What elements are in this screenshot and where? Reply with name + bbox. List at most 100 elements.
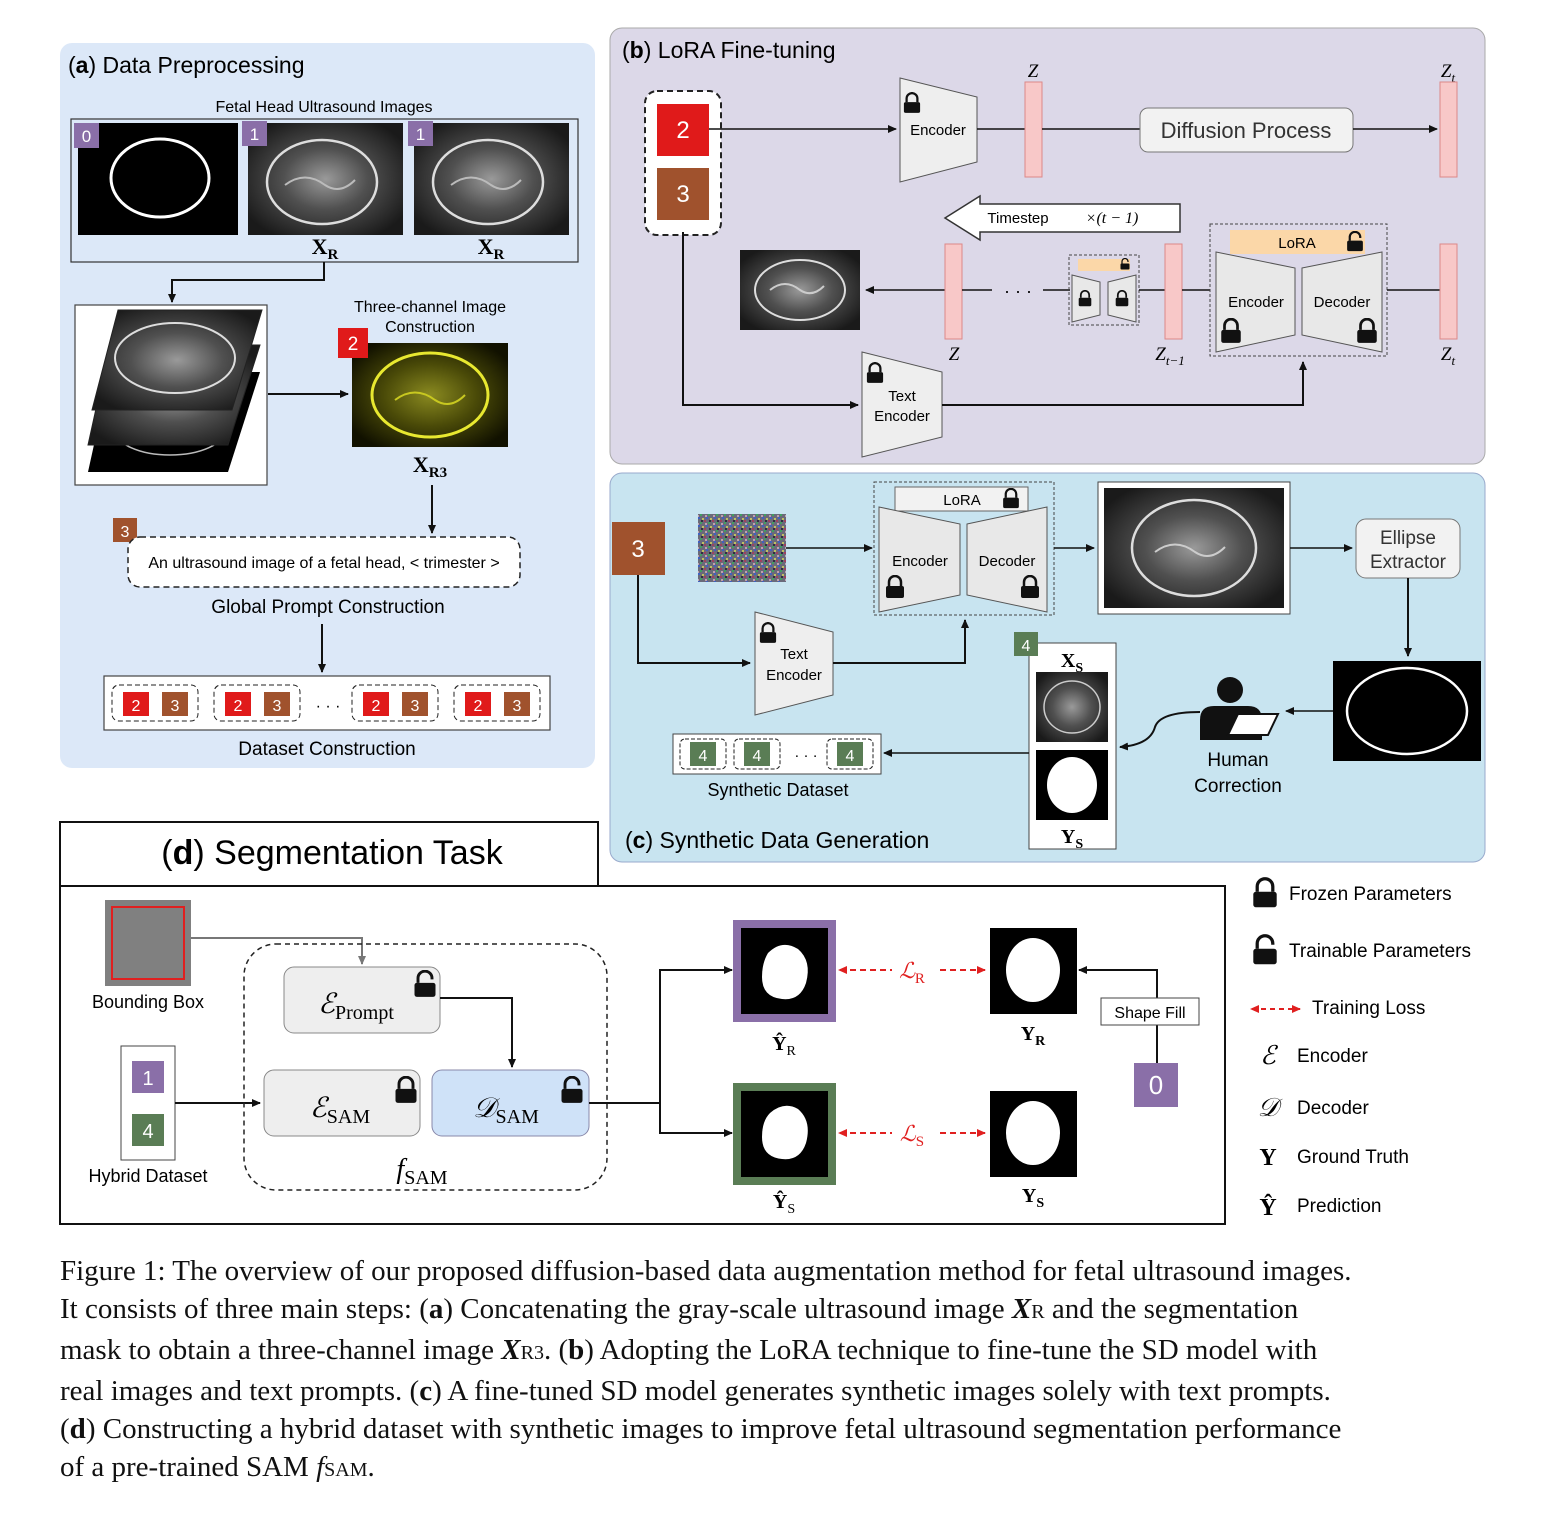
xr-label-1: XR [312, 234, 339, 263]
pair-3: 2 3 [351, 684, 439, 722]
badge-3-text: 3 [121, 524, 130, 541]
legend: Frozen Parameters Trainable Parameters T… [1250, 877, 1471, 1221]
svg-text:4: 4 [846, 748, 855, 765]
badge-1 [242, 121, 267, 146]
synthetic-item-1: 4 [679, 738, 727, 770]
small-lora [1078, 259, 1130, 271]
panel-a-title: (a) Data Preprocessing [68, 52, 305, 78]
y-r-label: YR [1021, 1023, 1046, 1049]
latent-zt1 [1164, 243, 1183, 340]
xs-label: XS [1061, 650, 1083, 676]
badge-1b-text: 1 [416, 125, 425, 144]
ys-label: YS [1061, 826, 1083, 852]
human-correction-icon [1200, 677, 1280, 740]
legend-encoder-symbol: ℰ [1260, 1041, 1278, 1070]
legend-decoder: Decoder [1297, 1098, 1369, 1119]
ellipse-extractor-label-1: Ellipse [1380, 528, 1436, 549]
badge-3b-text: 3 [676, 181, 689, 208]
badge-4-panel-d [132, 1114, 164, 1146]
caption-line-3: mask to obtain a three-channel image XR3… [60, 1334, 1318, 1366]
synthetic-item-2: 4 [733, 738, 781, 770]
latent-z-top [1024, 81, 1043, 178]
extracted-ellipse-image [1333, 661, 1481, 761]
e-sam-label: ℰSAM [310, 1093, 371, 1128]
diffusion-process-box [1139, 107, 1354, 153]
badge-2-panel-a [338, 328, 368, 358]
legend-lock-icon [1252, 877, 1278, 909]
unet-encoder-label-b: Encoder [1228, 294, 1284, 311]
y-s-label: YS [1022, 1185, 1044, 1211]
svg-text:3: 3 [513, 698, 522, 715]
encoder-unet-b [1215, 251, 1296, 353]
three-channel-label-1: Three-channel Image [354, 299, 506, 316]
xs-image [1036, 672, 1108, 742]
figure-caption: Figure 1: The overview of our proposed d… [60, 1252, 1505, 1489]
legend-decoder-symbol: 𝒟 [1258, 1093, 1283, 1122]
badge-0d-text: 0 [1149, 1070, 1163, 1100]
yhat-r-label: ŶR [772, 1031, 796, 1059]
caption-line-1: Figure 1: The overview of our proposed d… [60, 1255, 1352, 1287]
diffusion-process-label: Diffusion Process [1161, 118, 1332, 143]
shape-fill-label: Shape Fill [1114, 1005, 1185, 1022]
decoder-unet-b [1301, 251, 1383, 353]
svg-text:4: 4 [753, 748, 762, 765]
legend-pred-symbol: Ŷ [1259, 1194, 1276, 1221]
unet-decoder-label-c: Decoder [979, 553, 1036, 570]
text-encoder-c-label-1: Text [780, 646, 808, 663]
legend-trainable: Trainable Parameters [1289, 941, 1471, 962]
hybrid-dataset-label: Hybrid Dataset [88, 1166, 207, 1186]
synthetic-dots: · · · [794, 747, 817, 764]
badge-4-panel-c [1014, 632, 1038, 656]
badge-2b-text: 2 [676, 117, 689, 144]
shape-fill-box [1100, 997, 1200, 1026]
panel-b-title: (b) LoRA Fine-tuning [622, 37, 836, 63]
encoder-unet-c [878, 506, 961, 613]
badge-3-panel-c [612, 522, 665, 575]
caption-line-6: of a pre-trained SAM fSAM. [60, 1451, 375, 1483]
mask-ellipse [109, 137, 211, 219]
svg-text:2: 2 [132, 698, 141, 715]
svg-text:4: 4 [699, 748, 708, 765]
e-prompt-label: ℰPrompt [318, 989, 394, 1024]
panel-d-title-box [59, 821, 599, 887]
synthetic-dataset-label: Synthetic Dataset [707, 780, 848, 800]
loss-s-label: ℒS [900, 1121, 924, 1150]
caption-line-4: real images and text prompts. (c) A fine… [60, 1375, 1331, 1407]
dataset-construction-label: Dataset Construction [238, 739, 415, 760]
zt-label-bottom: Zt [1441, 344, 1456, 368]
svg-text:3: 3 [171, 698, 180, 715]
legend-unlock-icon [1252, 934, 1278, 966]
pair-ellipsis: · · · [316, 698, 341, 715]
skull-outline-1b [431, 138, 545, 226]
legend-encoder: Encoder [1297, 1046, 1368, 1067]
three-channel-image [352, 343, 508, 447]
arrow-to-stack [168, 262, 325, 303]
prompt-text: An ultrasound image of a fetal head, < t… [148, 555, 499, 572]
bounding-box-label: Bounding Box [92, 992, 204, 1012]
badge-1b [408, 121, 433, 146]
unet-decoder-label-b: Decoder [1314, 294, 1371, 311]
badge-2-panel-b [657, 104, 709, 156]
badge-3-panel-a [113, 518, 137, 542]
legend-loss: Training Loss [1312, 998, 1425, 1019]
svg-text:2: 2 [234, 698, 243, 715]
decoder-unet-c [966, 506, 1048, 613]
xr3-label: XR3 [413, 452, 447, 481]
badge-3-panel-b [657, 168, 709, 220]
prompt-box [127, 536, 521, 588]
badge-1-text: 1 [250, 125, 259, 144]
svg-text:2: 2 [372, 698, 381, 715]
xr-label-2: XR [478, 234, 505, 263]
loss-r-label: ℒR [899, 958, 925, 987]
panel-c-synthetic-data: 3 LoRA Encoder Decoder Ellipse Extractor [609, 472, 1486, 863]
figure-diagram: (a) Data Preprocessing Fetal Head Ultras… [59, 27, 1486, 1225]
e-sam-box [263, 1069, 421, 1137]
timestep-label: Timestep [987, 210, 1048, 227]
svg-text:3: 3 [273, 698, 282, 715]
caption-line-5: (d) Constructing a hybrid dataset with s… [60, 1413, 1342, 1445]
noise-image [698, 514, 786, 582]
zt-label-top: Zt [1441, 61, 1456, 85]
latent-zt-bottom [1439, 243, 1458, 340]
bounding-box-image [105, 900, 191, 986]
badge-0-panel-d [1134, 1063, 1178, 1107]
